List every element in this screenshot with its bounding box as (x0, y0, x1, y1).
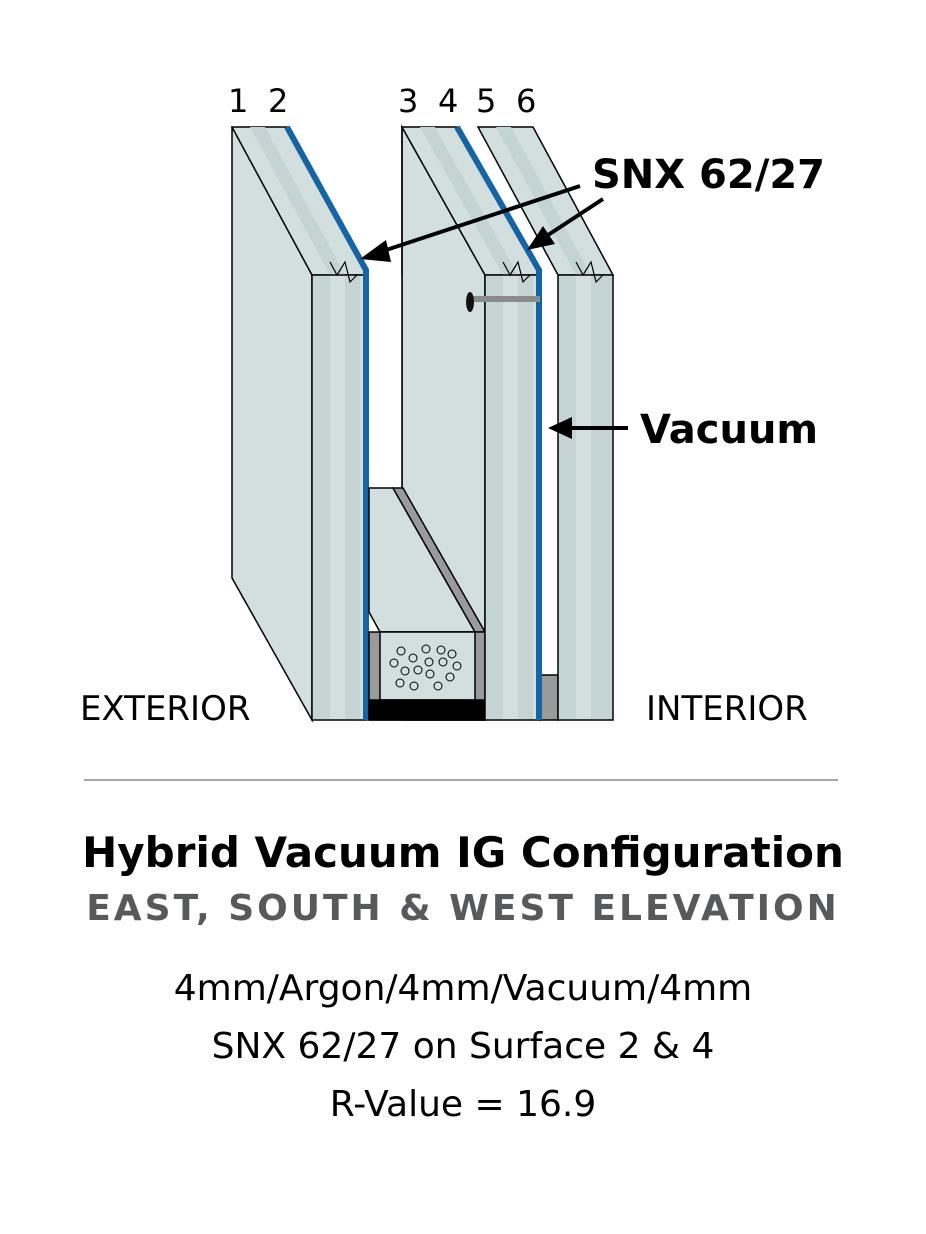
vacuum-pillar (466, 292, 540, 312)
vacuum-callout-label: Vacuum (640, 407, 818, 453)
glazing-diagram: 1 2 3 4 5 6 (80, 82, 825, 729)
spec-coating: SNX 62/27 on Surface 2 & 4 (211, 1026, 715, 1067)
spec-layers: 4mm/Argon/4mm/Vacuum/4mm (173, 968, 753, 1009)
spec-r-value: R-Value = 16.9 (329, 1084, 597, 1125)
interior-label: INTERIOR (646, 689, 808, 729)
surface-number-6: 6 (516, 82, 536, 120)
exterior-label: EXTERIOR (80, 689, 250, 729)
interior-glass-pane (476, 126, 615, 721)
vacuum-arrow (548, 417, 628, 439)
coating-arrows (360, 184, 605, 262)
spacer-assembly (368, 487, 487, 721)
surface-number-5: 5 (476, 82, 496, 120)
config-title: Hybrid Vacuum IG Configuration (82, 828, 844, 877)
middle-glass-pane-front (400, 126, 542, 721)
surface-number-4: 4 (438, 82, 458, 120)
low-e-coating-surface-2 (284, 125, 369, 720)
divider (84, 779, 838, 781)
surface-number-1: 1 (228, 82, 248, 120)
exterior-glass-pane (230, 126, 369, 723)
surface-number-3: 3 (398, 82, 418, 120)
desiccant-beads (389, 644, 462, 691)
surface-number-2: 2 (268, 82, 288, 120)
coating-callout-label: SNX 62/27 (592, 152, 825, 198)
low-e-coating-surface-4 (454, 125, 542, 720)
elevation-subtitle: EAST, SOUTH & WEST ELEVATION (86, 888, 840, 929)
